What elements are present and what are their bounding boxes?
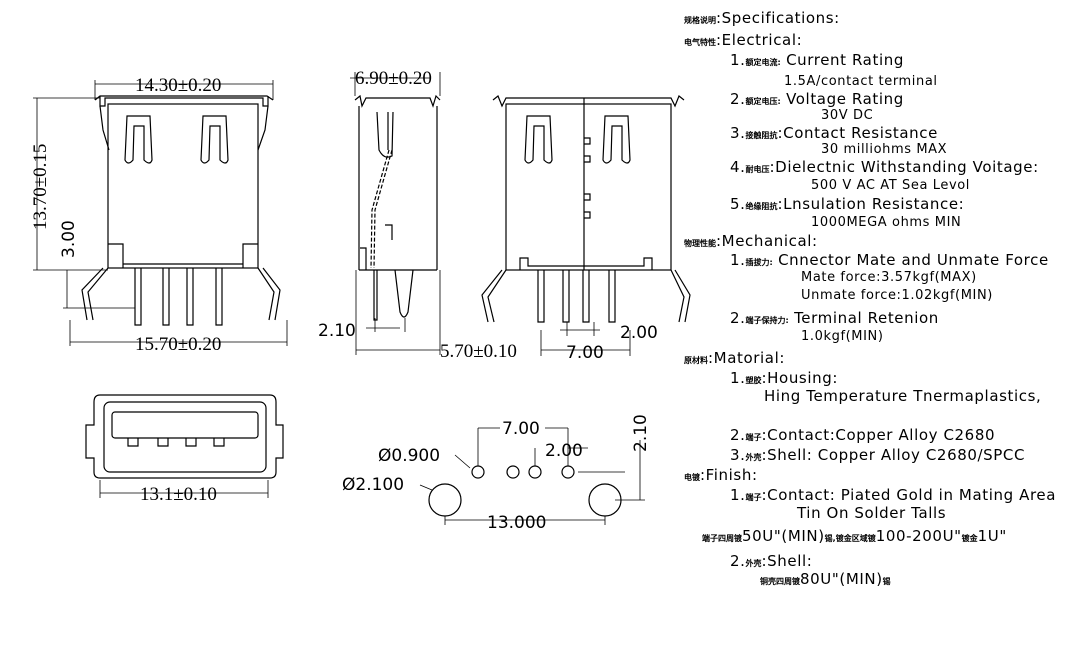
spec-item: 5.绝缘阻抗:Lnsulation Resistance: — [730, 195, 965, 213]
dim-front-width-top: 14.30±0.20 — [135, 75, 221, 96]
spec-value: 500 V AC AT Sea Levol — [811, 178, 971, 193]
spec-section-mechanical: 物理性能:Mechanical: — [684, 232, 818, 250]
side-view — [350, 72, 441, 355]
spec-value: 1.5A/contact terminal — [784, 74, 938, 89]
spec-value: Unmate force:1.02kgf(MIN) — [801, 288, 993, 303]
spec-item: 1.塑胶:Housing: — [730, 369, 838, 387]
dim-small-hole: Ø0.900 — [378, 446, 440, 466]
dim-side-depth: 6.90±0.20 — [355, 68, 432, 89]
dim-large-hole: Ø2.100 — [342, 475, 404, 495]
dim-front-width-bottom: 15.70±0.20 — [135, 334, 221, 355]
dim-footprint-row-offset: 2.10 — [631, 414, 651, 452]
dim-side-lead-offset: 2.10 — [318, 321, 356, 341]
spec-plating-note: 端子四周镀50U"(MIN)锡,镀金区域镀100-200U"镀金1U" — [702, 527, 1007, 545]
dim-large-span: 13.000 — [487, 513, 546, 533]
dim-footprint-span: 7.00 — [502, 419, 540, 439]
spec-item: 1.额定电流: Current Rating — [730, 51, 904, 69]
dim-front-pin-length: 3.00 — [59, 220, 79, 258]
spec-item: 3.外壳:Shell: Copper Alloy C2680/SPCC — [730, 446, 1026, 464]
spec-item: 2.额定电压: Voltage Rating — [730, 90, 904, 108]
dim-front-height: 13.70±0.15 — [30, 144, 51, 230]
spec-section-finish: 电镀:Finish: — [684, 466, 758, 484]
spec-item: 2.端子保持力: Terminal Retenion — [730, 309, 939, 327]
spec-heading: 规格说明:Specifications: — [684, 9, 840, 27]
spec-plating-note: 铜壳四周镀80U"(MIN)锡 — [760, 570, 891, 588]
spec-item: 1.插拔力: Cnnector Mate and Unmate Force — [730, 251, 1049, 269]
spec-value: Mate force:3.57kgf(MAX) — [801, 270, 977, 285]
spec-value: 1000MEGA ohms MIN — [811, 215, 962, 230]
spec-section-material: 原材料:Matorial: — [684, 349, 785, 367]
spec-value: Hing Temperature Tnermaplastics, — [764, 387, 1042, 405]
dim-footprint-pitch: 2.00 — [545, 441, 583, 461]
spec-value: Tin On Solder Talls — [797, 504, 947, 522]
dim-side-lead-span: 5.70±0.10 — [440, 341, 517, 362]
rear-view — [481, 95, 691, 356]
spec-item: 2.外壳:Shell: — [730, 552, 813, 570]
spec-item: 2.端子:Contact:Copper Alloy C2680 — [730, 426, 996, 444]
front-view — [33, 80, 288, 346]
spec-section-electrical: 电气特性:Electrical: — [684, 31, 803, 49]
spec-item: 1.端子:Contact: Piated Gold in Mating Area — [730, 486, 1057, 504]
pcb-footprint — [419, 427, 645, 525]
spec-value: 30V DC — [821, 108, 874, 123]
spec-item: 4.耐电压:Dielectnic Withstanding Voitage: — [730, 158, 1039, 176]
spec-value: 1.0kgf(MIN) — [801, 329, 884, 344]
bottom-view — [85, 394, 284, 498]
spec-item: 3.接触阻抗:Contact Resistance — [730, 124, 938, 142]
dim-rear-pin-span: 7.00 — [566, 343, 604, 363]
dim-rear-pin-pitch: 2.00 — [620, 323, 658, 343]
spec-value: 30 milliohms MAX — [821, 142, 948, 157]
dim-bottom-width: 13.1±0.10 — [140, 484, 217, 505]
